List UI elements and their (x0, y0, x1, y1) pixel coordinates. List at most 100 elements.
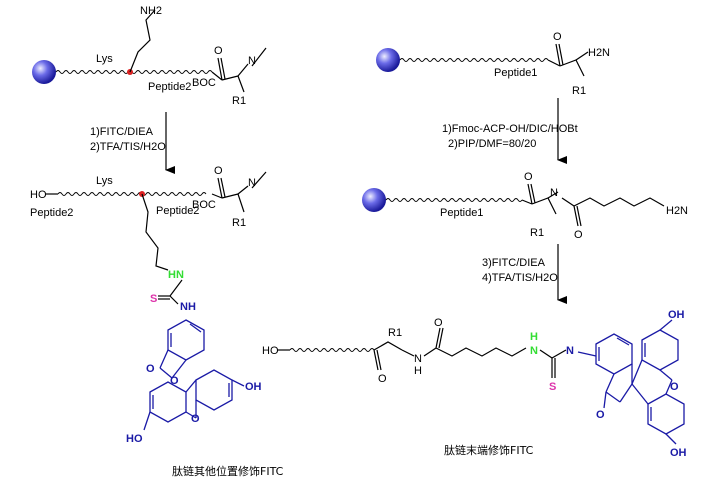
n-label-top: N (248, 55, 256, 67)
resin-bead-icon (376, 48, 400, 72)
text: O (214, 165, 223, 177)
n-label-product: N (248, 177, 256, 189)
text: O (524, 171, 533, 183)
thiourea-s: S (150, 293, 157, 305)
r1-label-right-product: R1 (388, 327, 402, 339)
xanthene-o-left: O (191, 413, 200, 425)
line (231, 379, 245, 387)
fluorescein-core: O O O OH HO (126, 319, 262, 445)
line (159, 367, 173, 379)
thiourea-n: N (530, 345, 538, 357)
polygon (195, 369, 233, 411)
bond (373, 349, 379, 371)
bond (531, 197, 557, 215)
text: O (434, 317, 443, 329)
line (605, 373, 615, 393)
bond (575, 51, 589, 61)
bond (237, 185, 249, 195)
peptide-chain-wavy (55, 70, 213, 74)
lys-label-product: Lys (96, 175, 113, 187)
bond (220, 177, 226, 198)
bond (217, 177, 223, 199)
boc-label-top: BOC (192, 77, 216, 89)
lactone-ring-o-left: O (170, 375, 179, 387)
lactone-o-right: O (596, 409, 605, 421)
bond (435, 347, 527, 357)
oh-label-left: HO (30, 189, 47, 201)
peptide-chain-wavy (399, 58, 549, 62)
oh-label-right: HO (262, 345, 279, 357)
bond (438, 327, 444, 349)
nh-h-label-right-product: H (414, 365, 422, 377)
line (171, 359, 187, 379)
thiourea-h: H (530, 331, 538, 343)
carbonyl-bond (217, 57, 223, 81)
bond (576, 205, 582, 227)
text: O (553, 31, 562, 43)
bond (373, 341, 403, 351)
bond (539, 349, 553, 359)
peptide1-label-middle: Peptide1 (440, 207, 483, 219)
peptide-chain-wavy (385, 198, 523, 202)
bond (169, 279, 183, 297)
right-step-2: 2)PIP/DMF=80/20 (448, 138, 536, 150)
bond (423, 327, 441, 357)
xanthene-o-right: O (670, 381, 679, 393)
h2n-label-middle: H2N (666, 205, 688, 217)
bond (527, 183, 533, 205)
line (185, 411, 197, 419)
polygon (149, 381, 187, 423)
line (659, 319, 673, 331)
bond (169, 295, 179, 305)
lys-side-chain (129, 9, 156, 73)
line (659, 369, 673, 381)
bond (211, 193, 223, 199)
bond (530, 183, 536, 204)
right-arrow-2: 3)FITC/DIEA 4)TFA/TIS/H2O (482, 244, 567, 304)
right-step-1: 1)Fmoc-ACP-OH/DIC/HOBt (442, 123, 578, 135)
amine-label-top: NH2 (140, 5, 162, 17)
left-step-2: 2)TFA/TIS/H2O (90, 141, 166, 153)
bond (221, 193, 245, 213)
bond (551, 349, 567, 359)
left-caption: 肽链其他位置修饰FITC (172, 464, 284, 478)
line (603, 391, 607, 409)
right-product-structure: HO O R1 N H O H N S N (262, 309, 687, 459)
bond (376, 349, 382, 371)
thiourea-nh2: NH (180, 301, 196, 313)
bond (251, 47, 267, 67)
left-top-structure: NH2 Lys Peptide2 O N BOC R1 (32, 5, 267, 107)
oh2-right: OH (670, 447, 687, 459)
peptide-chain-wavy (289, 348, 375, 352)
n-label-middle: N (550, 187, 558, 199)
right-step-4: 4)TFA/TIS/H2O (482, 272, 558, 284)
line (631, 359, 643, 385)
lys-label-top: Lys (96, 53, 113, 65)
lys-side-chain (141, 193, 169, 271)
bond (401, 349, 415, 357)
line (605, 391, 621, 403)
line (577, 351, 597, 357)
thiourea-s-right: S (549, 381, 556, 393)
bond (558, 43, 564, 66)
peptide1-label-top: Peptide1 (494, 67, 537, 79)
bond (555, 43, 561, 67)
left-step-1: 1)FITC/DIEA (90, 126, 154, 138)
peptide2-label-top: Peptide2 (148, 81, 191, 93)
bond (521, 199, 533, 205)
left-product-structure: HO Lys Peptide2 Peptide2 O N BOC R1 HN S… (30, 165, 267, 445)
boc-label-product: BOC (192, 199, 216, 211)
line (143, 411, 151, 431)
line (665, 433, 677, 445)
line (616, 337, 630, 346)
peptide-chain-wavy (57, 192, 207, 196)
bond (547, 59, 561, 67)
bond (573, 197, 665, 207)
bond (251, 171, 267, 189)
r1-label-middle: R1 (530, 227, 544, 239)
peptide2-label-left: Peptide2 (30, 207, 73, 219)
bond (211, 71, 223, 81)
thiourea-nh1: HN (168, 269, 184, 281)
lactone-o-left: O (146, 363, 155, 375)
bond (237, 63, 249, 77)
